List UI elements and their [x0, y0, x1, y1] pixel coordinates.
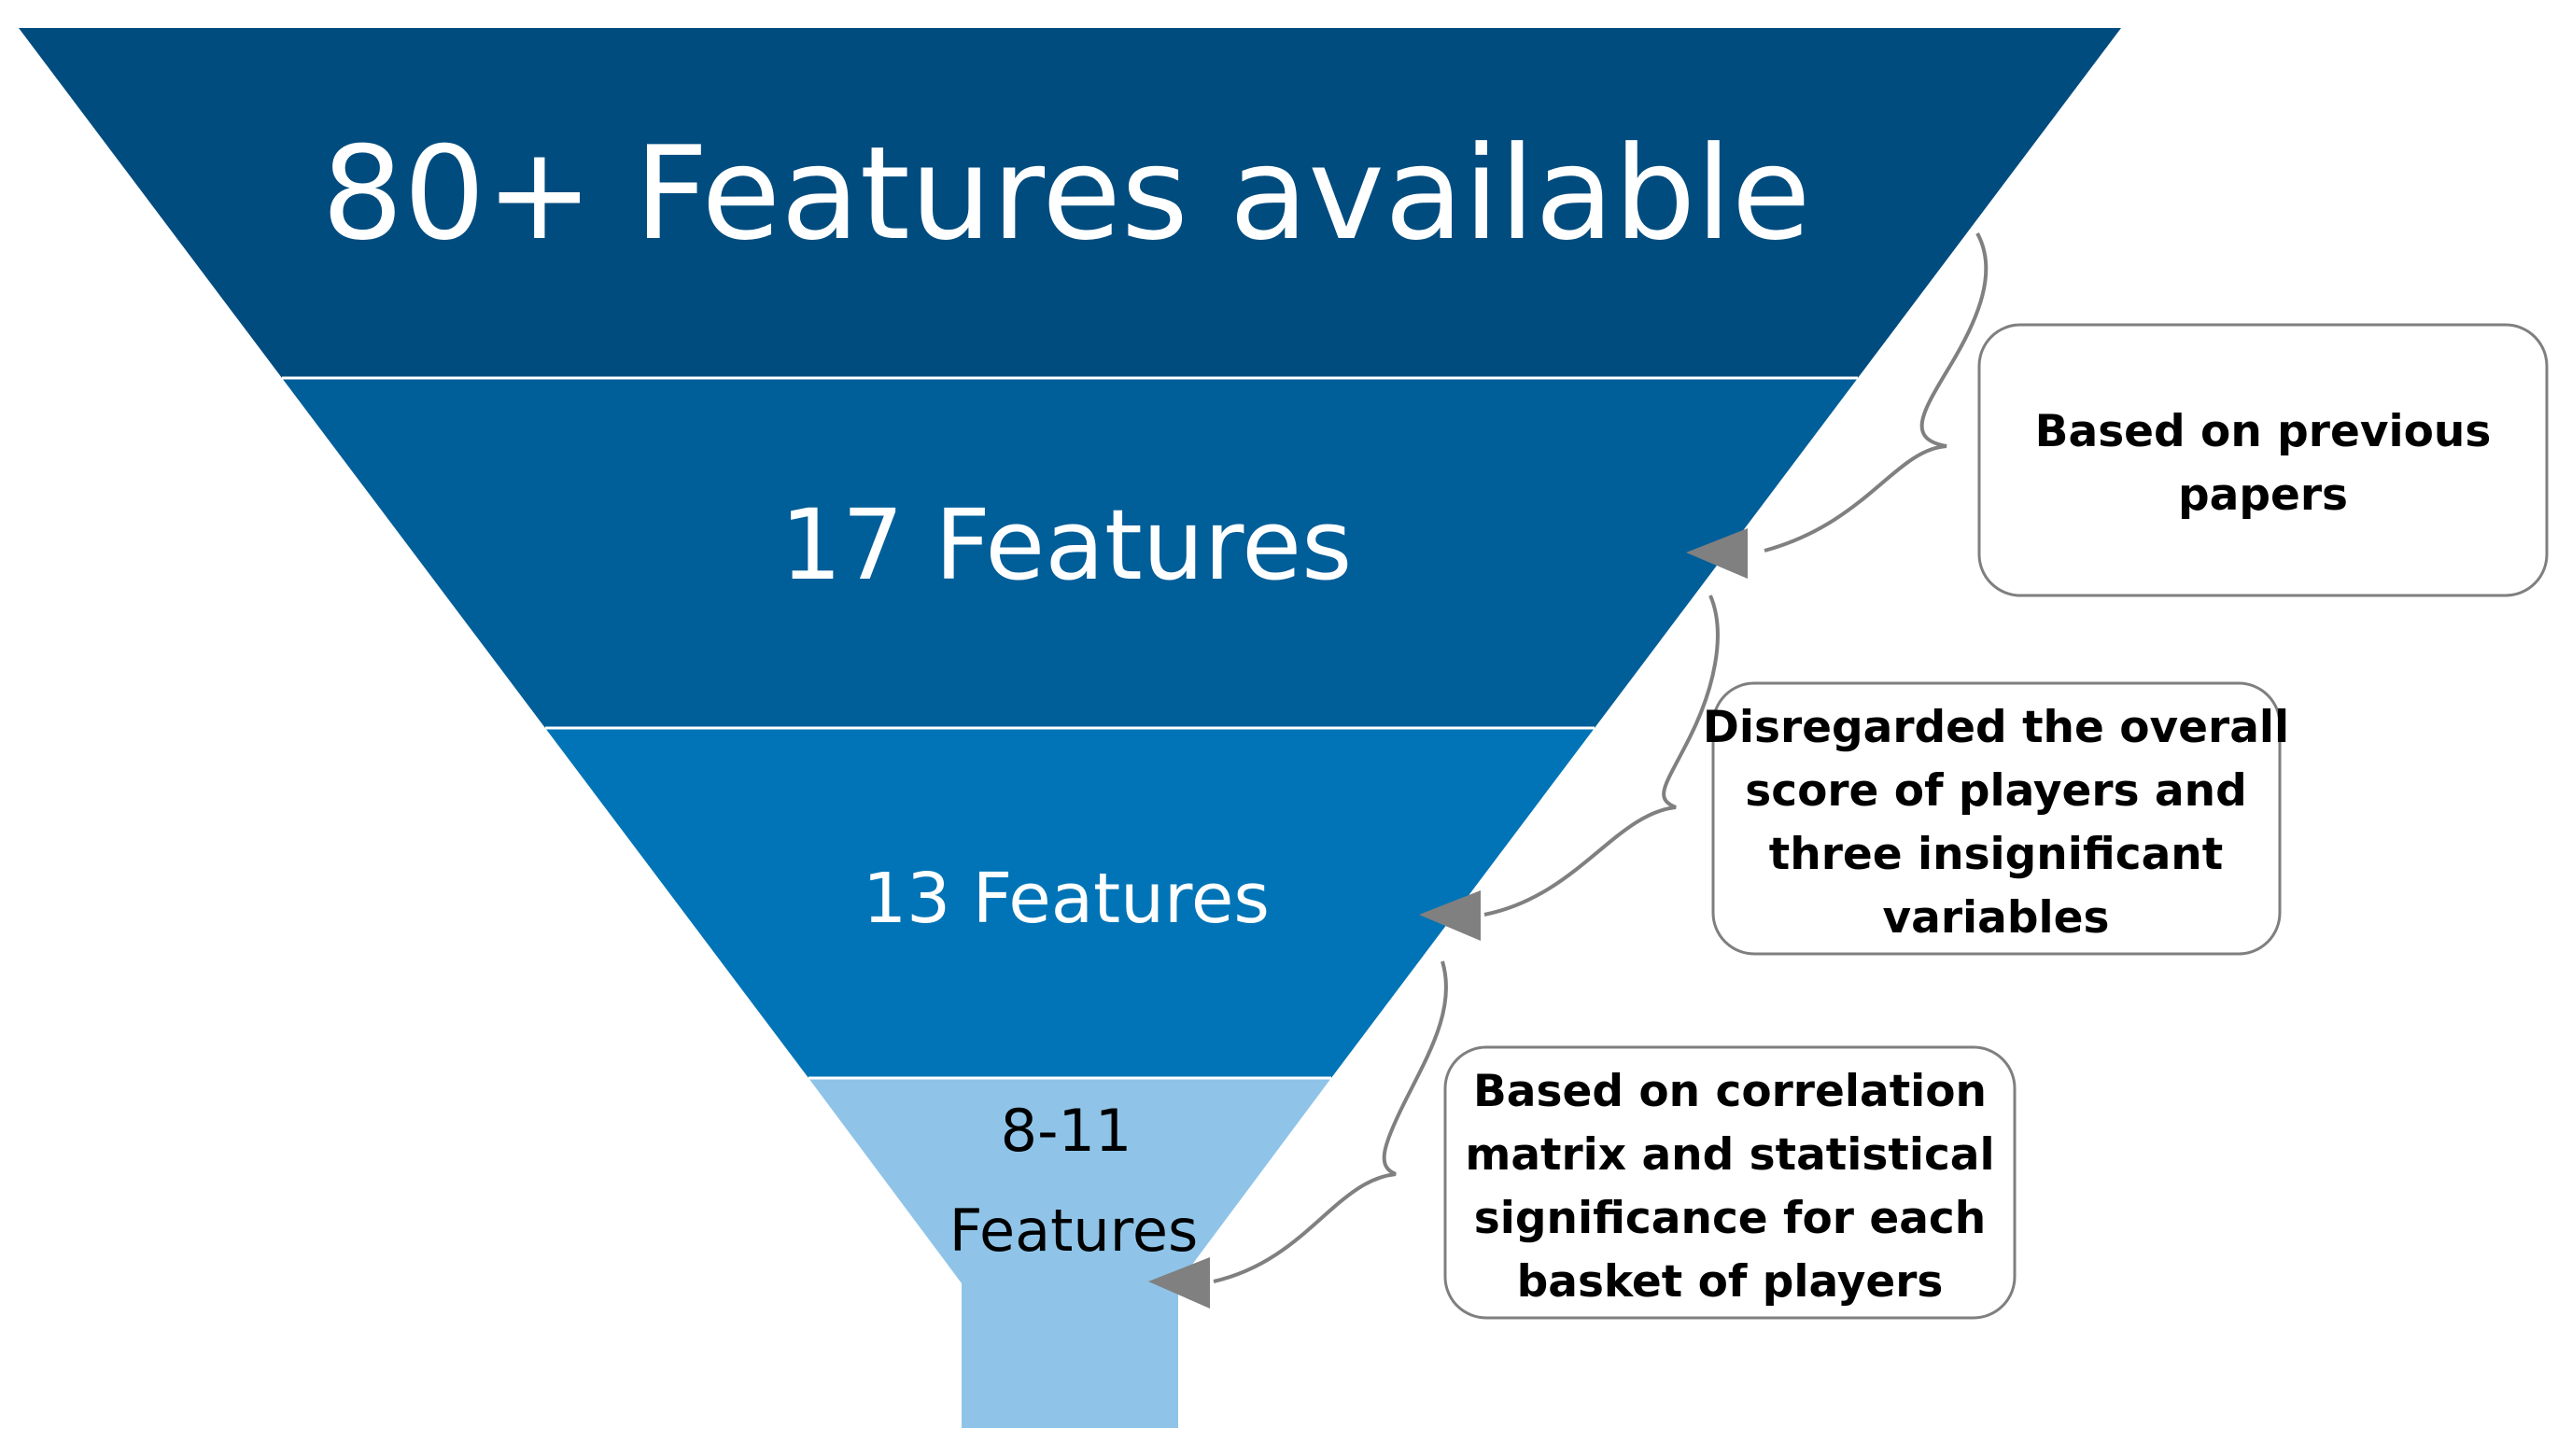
annotation-box-2: Disregarded the overall score of players…: [1703, 681, 2289, 956]
annotation-2-line-2: score of players and: [1745, 765, 2247, 817]
annotation-2-line-1: Disregarded the overall: [1703, 702, 2289, 753]
connector-1: [1764, 232, 1989, 553]
stage-4-label-line-2: Features: [949, 1197, 1199, 1265]
funnel: 80+ Features available 17 Features 13 Fe…: [19, 28, 2121, 1428]
annotation-3-line-3: significance for each: [1474, 1193, 1986, 1244]
annotation-box-1: Based on previous papers: [1977, 323, 2549, 597]
funnel-stage-2: [282, 378, 1858, 728]
annotation-box-3-frame: [1443, 1045, 2017, 1320]
funnel-stage-3: [545, 728, 1595, 1078]
connector-2: [1483, 595, 1720, 917]
funnel-stage-1: [19, 28, 2121, 378]
annotation-box-1-frame: [1977, 323, 2549, 597]
stage-3-label: 13 Features: [863, 859, 1270, 939]
annotation-2-line-3: three insignificant: [1769, 829, 2223, 880]
stage-4-label-line-1: 8-11: [1001, 1097, 1132, 1165]
annotation-3-line-1: Based on correlation: [1473, 1066, 1987, 1117]
stage-1-label: 80+ Features available: [321, 119, 1810, 269]
arrowhead-2-icon: [1419, 890, 1481, 941]
funnel-stage-4: [808, 1078, 1331, 1428]
connectors: [1213, 232, 1989, 1283]
annotation-1-line-2: papers: [2178, 469, 2348, 521]
annotation-box-3: Based on correlation matrix and statisti…: [1443, 1045, 2017, 1320]
annotation-3-line-2: matrix and statistical: [1465, 1129, 1994, 1181]
annotation-2-line-4: variables: [1883, 892, 2110, 944]
connector-3: [1213, 960, 1448, 1283]
arrowhead-3-icon: [1148, 1257, 1210, 1309]
arrowheads: [1148, 528, 1748, 1309]
annotation-1-line-1: Based on previous: [2035, 406, 2492, 457]
arrowhead-1-icon: [1686, 528, 1748, 579]
annotation-box-2-frame: [1711, 681, 2282, 956]
annotation-3-line-4: basket of players: [1517, 1256, 1944, 1308]
stage-2-label: 17 Features: [780, 488, 1353, 602]
